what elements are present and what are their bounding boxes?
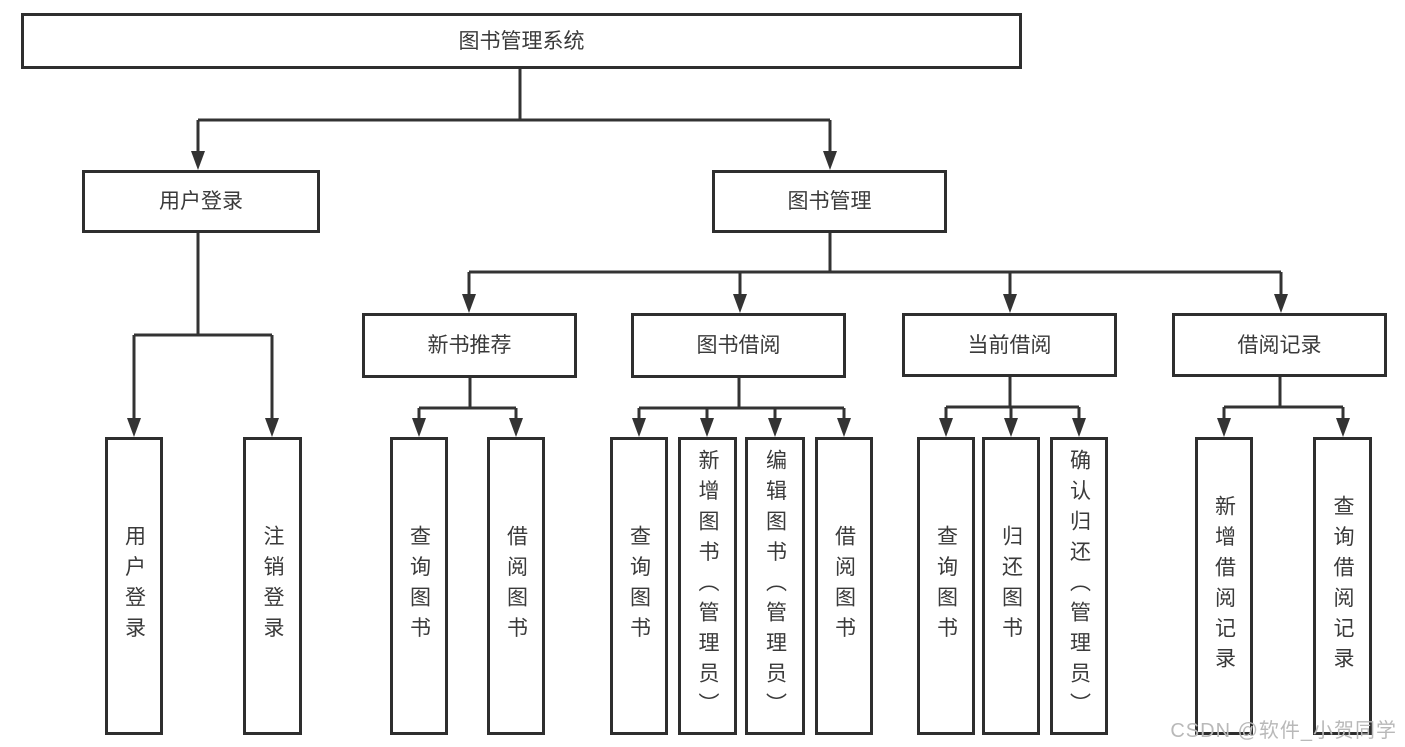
node-current-borrowing: 当前借阅 bbox=[902, 313, 1117, 377]
node-label: 查询图书 bbox=[934, 525, 958, 647]
leaf-user-login: 用户登录 bbox=[105, 437, 163, 735]
node-label: 编辑图书（管理员） bbox=[763, 448, 787, 724]
leaf-records-query-borrow-record: 查询借阅记录 bbox=[1313, 437, 1372, 735]
node-label: 图书借阅 bbox=[696, 334, 781, 357]
node-label: 确认归还（管理员） bbox=[1067, 448, 1091, 724]
node-book-management: 图书管理 bbox=[712, 170, 947, 233]
node-label: 借阅图书 bbox=[504, 525, 528, 647]
node-label: 当前借阅 bbox=[967, 333, 1052, 357]
leaf-borrow-borrow-books: 借阅图书 bbox=[815, 437, 873, 735]
node-label: 用户登录 bbox=[159, 190, 243, 213]
leaf-recommend-query-books: 查询图书 bbox=[390, 437, 448, 735]
node-user-login: 用户登录 bbox=[82, 170, 320, 233]
node-label: 归还图书 bbox=[999, 525, 1023, 647]
node-label: 图书管理 bbox=[787, 190, 872, 213]
node-label: 注销登录 bbox=[261, 525, 284, 647]
node-new-book-recommendation: 新书推荐 bbox=[362, 313, 577, 378]
node-label: 新书推荐 bbox=[427, 334, 512, 357]
leaf-borrow-add-books-admin: 新增图书（管理员） bbox=[678, 437, 737, 735]
leaf-logout-login: 注销登录 bbox=[243, 437, 302, 735]
node-label: 查询图书 bbox=[627, 525, 651, 647]
node-label: 借阅图书 bbox=[832, 525, 856, 647]
node-label: 查询图书 bbox=[407, 525, 431, 647]
node-label: 查询借阅记录 bbox=[1331, 494, 1354, 678]
leaf-borrow-query-books: 查询图书 bbox=[610, 437, 668, 735]
leaf-records-add-borrow-record: 新增借阅记录 bbox=[1195, 437, 1253, 735]
csdn-watermark: CSDN @软件_小贺同学 bbox=[1170, 720, 1397, 742]
leaf-borrow-edit-books-admin: 编辑图书（管理员） bbox=[745, 437, 805, 735]
node-label: 图书管理系统 bbox=[458, 29, 585, 53]
leaf-current-return-books: 归还图书 bbox=[982, 437, 1040, 735]
leaf-current-confirm-return-admin: 确认归还（管理员） bbox=[1050, 437, 1108, 735]
node-label: 借阅记录 bbox=[1237, 333, 1322, 357]
node-borrowing-records: 借阅记录 bbox=[1172, 313, 1387, 377]
node-label: 新增借阅记录 bbox=[1212, 494, 1236, 678]
node-book-borrowing: 图书借阅 bbox=[631, 313, 846, 378]
leaf-recommend-borrow-books: 借阅图书 bbox=[487, 437, 545, 735]
node-library-management-system: 图书管理系统 bbox=[21, 13, 1022, 69]
node-label: 新增图书（管理员） bbox=[696, 448, 719, 724]
node-label: 用户登录 bbox=[122, 525, 146, 647]
leaf-current-query-books: 查询图书 bbox=[917, 437, 975, 735]
